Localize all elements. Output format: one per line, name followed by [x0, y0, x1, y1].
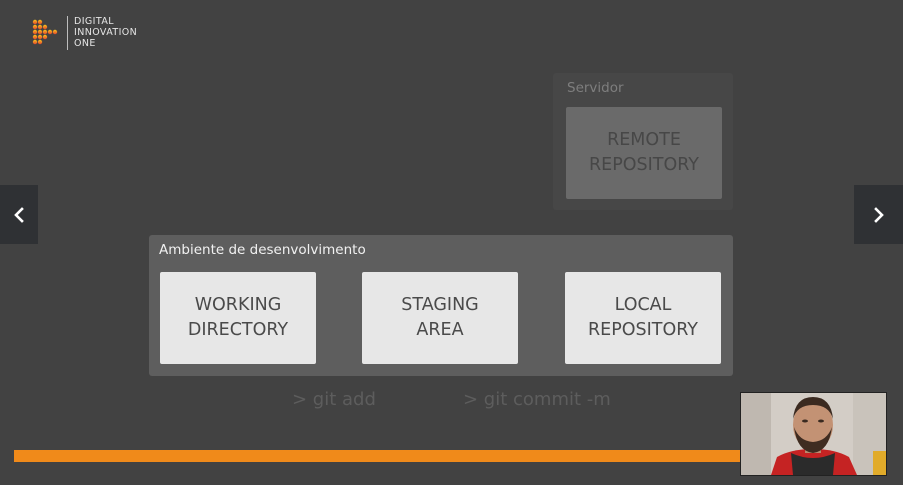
server-label: Servidor	[567, 80, 624, 96]
logo-wordmark: DIGITAL INNOVATION ONE	[74, 16, 137, 49]
video-progress-bar[interactable]	[14, 450, 754, 462]
logo-line: ONE	[74, 38, 96, 49]
logo-line: INNOVATION	[74, 27, 138, 38]
remote-repository-text: REMOTE REPOSITORY	[588, 130, 699, 175]
dev-environment-panel: Ambiente de desenvolvimento WORKING DIRE…	[149, 235, 733, 376]
previous-slide-button[interactable]	[0, 185, 38, 244]
logo-line: DIGITAL	[74, 16, 114, 27]
next-slide-button[interactable]	[854, 185, 903, 244]
git-commit-command: > git commit -m	[463, 389, 611, 410]
working-directory-text: WORKING DIRECTORY	[187, 295, 289, 340]
chevron-right-icon	[873, 206, 884, 223]
digital-innovation-one-logo: DIGITAL INNOVATION ONE	[30, 16, 137, 50]
presenter-webcam-video	[740, 392, 887, 476]
dev-environment-label: Ambiente de desenvolvimento	[159, 242, 366, 258]
staging-area-text: STAGING AREA	[401, 295, 479, 340]
logo-divider	[67, 16, 68, 50]
local-repository-card: LOCAL REPOSITORY	[565, 272, 721, 364]
chevron-left-icon	[14, 206, 24, 223]
video-progress-fill	[14, 450, 754, 462]
staging-area-card: STAGING AREA	[362, 272, 518, 364]
server-panel: Servidor REMOTE REPOSITORY	[553, 73, 733, 210]
local-repository-text: LOCAL REPOSITORY	[587, 295, 698, 340]
remote-repository-card: REMOTE REPOSITORY	[566, 107, 722, 199]
working-directory-card: WORKING DIRECTORY	[160, 272, 316, 364]
git-add-command: > git add	[292, 389, 376, 410]
play-triangle-logo-icon	[32, 19, 58, 45]
presenter-webcam-image	[741, 393, 886, 475]
